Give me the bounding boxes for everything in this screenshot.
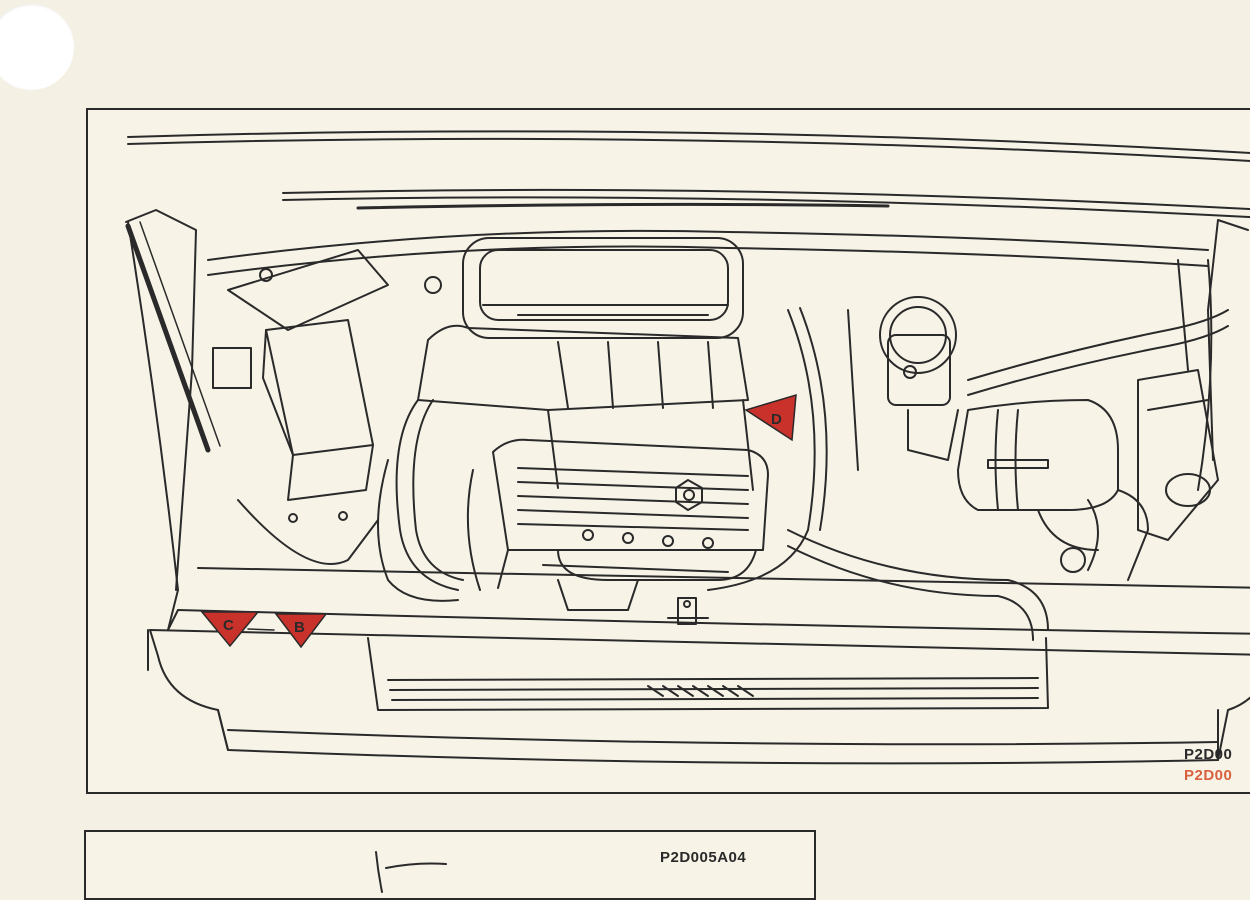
second-figure-drawing: [375, 851, 447, 893]
engine-bay-figure: C B D P2D00 P2D00: [86, 108, 1250, 794]
marker-c-label: C: [223, 617, 234, 634]
marker-d: D: [744, 393, 797, 442]
marker-c: C: [200, 611, 260, 648]
second-figure: P2D005A04: [84, 830, 816, 900]
marker-d-label: D: [771, 411, 782, 428]
marker-b-label: B: [294, 619, 305, 636]
marker-layer: C B D: [200, 393, 797, 649]
figure-code: P2D00: [1184, 746, 1233, 763]
second-figure-code: P2D005A04: [660, 849, 747, 866]
marker-b: B: [274, 613, 328, 649]
figure-code-red: P2D00: [1184, 767, 1233, 784]
engine-bay-drawing: [125, 130, 1250, 765]
binder-hole: [0, 4, 74, 90]
